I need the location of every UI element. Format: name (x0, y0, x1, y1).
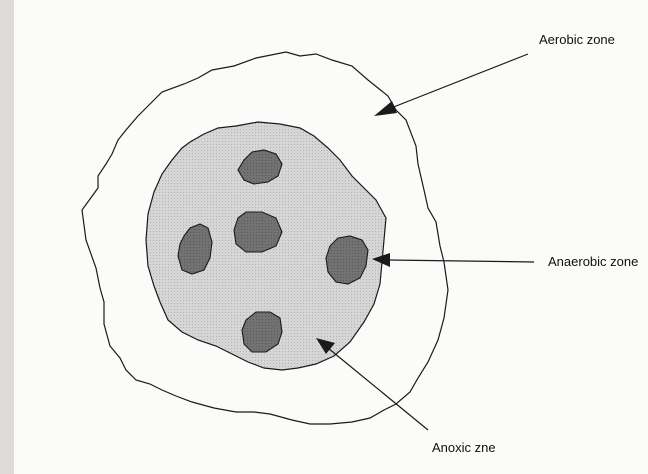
aerobic-zone-label: Aerobic zone (539, 32, 615, 47)
anoxic-zone-label: Anoxic zne (432, 440, 496, 455)
anaerobic-zone-label: Anaerobic zone (548, 254, 638, 269)
aerobic-arrowhead (374, 101, 397, 116)
anaerobic-pocket-center (234, 212, 282, 252)
anoxic-leader-line (328, 348, 428, 430)
anaerobic-leader-line (388, 260, 534, 262)
aerobic-leader-line (386, 54, 528, 110)
